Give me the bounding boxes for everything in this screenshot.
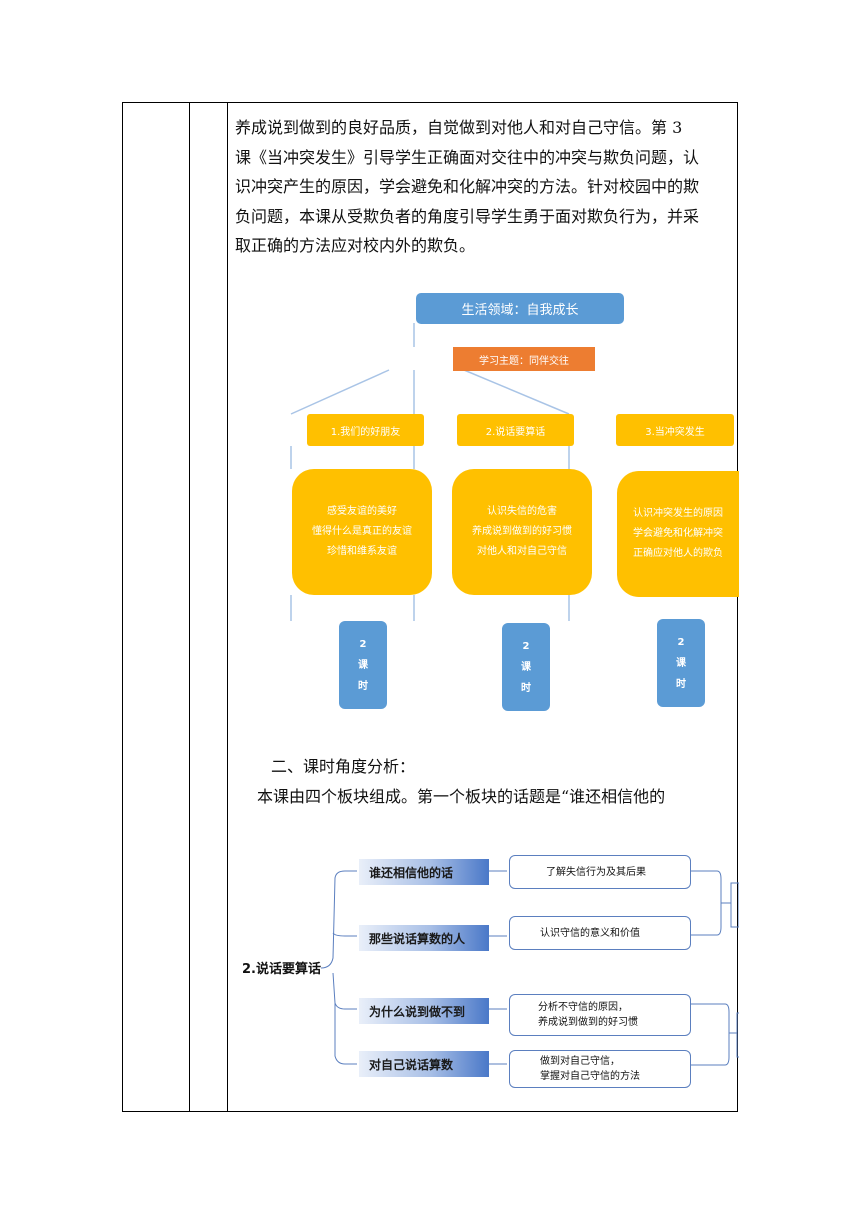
paragraph-line: 识冲突产生的原因，学会避免和化解冲突的方法。针对校园中的欺 (235, 177, 700, 196)
structure-connectors (320, 870, 739, 1066)
column-divider-2 (227, 103, 228, 1111)
lesson-node-2: 2.说话要算话 (457, 414, 574, 446)
topic-node-2: 那些说话算数的人 (359, 925, 489, 951)
hours-text: 课 (676, 657, 686, 669)
goal-line: 对他人和对自己守信 (477, 546, 567, 557)
detail-node-3: 分析不守信的原因， 养成说到做到的好习惯 (509, 994, 691, 1036)
hours-text: 时 (358, 680, 368, 692)
hours-text: 2 (359, 638, 367, 650)
goal-line: 认识冲突发生的原因 (633, 508, 723, 519)
section-intro: 本课由四个板块组成。第一个板块的话题是“谁还相信他的 (257, 787, 666, 806)
hours-text: 课 (521, 661, 531, 673)
page-table: 养成说到做到的良好品质，自觉做到对他人和对自己守信。第 3 课《当冲突发生》引导… (122, 102, 739, 1112)
paragraph-line: 负问题，本课从受欺负者的角度引导学生勇于面对欺负行为，并采 (235, 206, 700, 226)
detail-line: 认识守信的意义和价值 (540, 927, 640, 939)
goal-line: 珍惜和维系友谊 (327, 546, 397, 557)
goal-node-3: 认识冲突发生的原因 学会避免和化解冲突 正确应对他人的欺负 (617, 471, 739, 597)
tree-connectors (290, 323, 570, 621)
goal-node-2: 认识失信的危害 养成说到做到的好习惯 对他人和对自己守信 (452, 469, 592, 595)
goal-line: 学会避免和化解冲突 (633, 528, 723, 539)
goal-line: 感受友谊的美好 (327, 506, 397, 517)
hours-text: 2 (522, 640, 530, 652)
paragraph-line: 养成说到做到的良好品质，自觉做到对他人和对自己守信。第 3 (235, 118, 683, 137)
detail-node-4: 做到对自己守信， 掌握对自己守信的方法 (509, 1050, 691, 1088)
paragraph-line: 取正确的方法应对校内外的欺负。 (235, 236, 476, 255)
lesson-structure-diagram: 2.说话要算话 谁还相信他的话 那些说话算数的人 为什么说到做不到 对自己说话算… (229, 843, 739, 1093)
hours-text: 时 (521, 682, 531, 694)
goal-node-1: 感受友谊的美好 懂得什么是真正的友谊 珍惜和维系友谊 (292, 469, 432, 595)
hours-node-3: 2 课 时 (657, 619, 705, 707)
detail-line: 分析不守信的原因， (538, 1002, 628, 1013)
topic-node-3: 为什么说到做不到 (359, 998, 489, 1024)
goal-line: 养成说到做到的好习惯 (472, 526, 572, 537)
hours-node-2: 2 课 时 (502, 623, 550, 711)
lesson-node-1: 1.我们的好朋友 (307, 414, 424, 446)
detail-node-1: 了解失信行为及其后果 (509, 855, 691, 889)
goal-line: 正确应对他人的欺负 (633, 548, 723, 559)
theme-node: 学习主题：同伴交往 (453, 347, 595, 371)
curriculum-tree-diagram: 生活领域：自我成长 学习主题：同伴交往 1.我们的好朋友 2.说话要算话 3.当… (229, 273, 739, 733)
detail-line: 掌握对自己守信的方法 (540, 1071, 640, 1082)
column-divider-1 (189, 103, 190, 1111)
goal-line: 懂得什么是真正的友谊 (312, 526, 412, 537)
intro-paragraph: 养成说到做到的良好品质，自觉做到对他人和对自己守信。第 3 课《当冲突发生》引导… (235, 113, 735, 261)
lesson-node-3: 3.当冲突发生 (616, 414, 734, 446)
detail-line: 做到对自己守信， (540, 1056, 620, 1067)
detail-line: 了解失信行为及其后果 (546, 866, 646, 878)
hours-text: 时 (676, 678, 686, 690)
topic-node-4: 对自己说话算数 (359, 1051, 489, 1077)
detail-line: 养成说到做到的好习惯 (538, 1017, 638, 1028)
goal-line: 认识失信的危害 (487, 506, 557, 517)
paragraph-line: 课《当冲突发生》引导学生正确面对交往中的冲突与欺负问题，认 (235, 147, 700, 167)
detail-node-2: 认识守信的意义和价值 (509, 916, 691, 950)
root-node: 生活领域：自我成长 (416, 293, 624, 324)
topic-node-1: 谁还相信他的话 (359, 859, 489, 885)
hours-text: 2 (677, 636, 685, 648)
hours-node-1: 2 课 时 (339, 621, 387, 709)
hours-text: 课 (358, 659, 368, 671)
structure-center-node: 2.说话要算话 (242, 962, 321, 977)
section-heading: 二、课时角度分析： (271, 757, 416, 776)
